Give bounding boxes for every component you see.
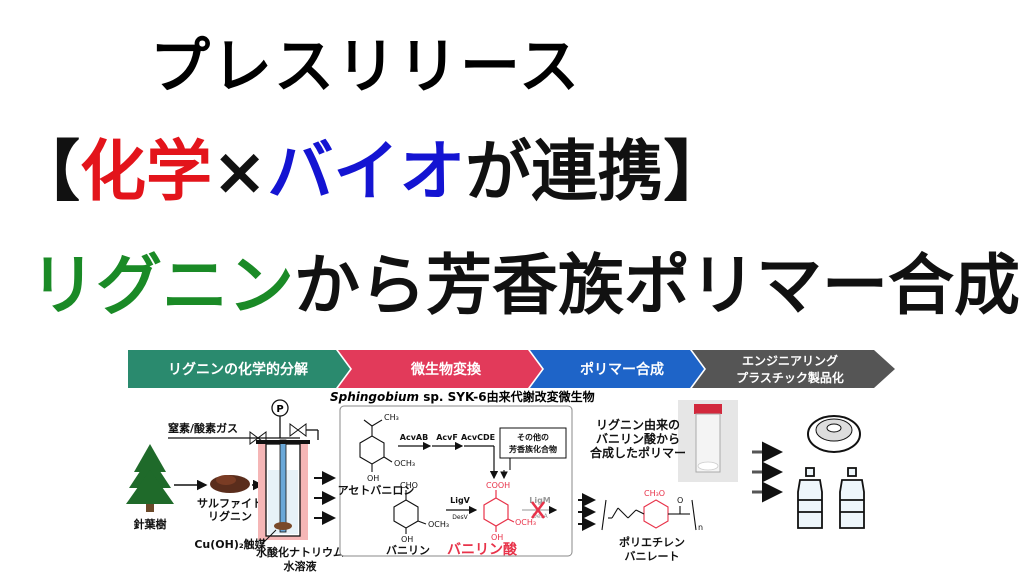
enzyme-desa: DesA: [532, 513, 548, 520]
filament-spool-icon: [807, 415, 861, 453]
vanillin-och3: OCH₃: [428, 520, 449, 529]
vanillic-oh: OH: [491, 533, 503, 542]
microbe-title: Sphingobium sp. SYK-6由来代謝改変微生物: [330, 389, 595, 404]
vanillin-cho: CHO: [400, 481, 418, 490]
vanillin-oh: OH: [401, 535, 413, 544]
acetovanillone-och3: OCH₃: [394, 459, 415, 468]
vanillic-och3: OCH₃: [515, 518, 536, 527]
polymer-label-1: ポリエチレン: [619, 535, 685, 549]
pipeline-label-4b: プラスチック製品化: [736, 370, 844, 385]
polymer-ch3o: CH₃O: [644, 489, 665, 498]
pipeline-label-2: 微生物変換: [410, 361, 482, 378]
sulfite-label-2: リグニン: [208, 509, 252, 523]
outlet-valve-icon: [289, 423, 307, 437]
catalyst-label: Cu(OH)₂触媒: [194, 537, 266, 551]
pipeline-label-1: リグニンの化学的分解: [168, 361, 308, 378]
acetovanillone-structure: [359, 419, 393, 472]
conifer-tree-icon: [126, 444, 174, 512]
vanillin-structure: [393, 490, 427, 534]
vanillin-label: バニリン: [386, 544, 430, 557]
polymer-desc-1: リグニン由来の: [596, 418, 681, 432]
title-line-1: プレスリリース: [150, 18, 581, 105]
pipeline-bar: リグニンの化学的分解 微生物変換 ポリマー合成 エンジニアリング プラスチック製…: [128, 350, 895, 388]
polymer-description: リグニン由来の バニリン酸から 合成したポリマー: [590, 418, 686, 460]
polymer-desc-3: 合成したポリマー: [590, 446, 687, 460]
title-times: ×: [212, 133, 268, 210]
enzyme-desv: DesV: [452, 514, 468, 521]
pipeline-step-4: [692, 350, 895, 388]
solution-label-2: 水溶液: [284, 559, 318, 573]
title-bracket-close: 】: [663, 133, 730, 210]
title-bio: バイオ: [267, 133, 466, 210]
vanillic-cooh: COOH: [486, 481, 510, 490]
acetovanillone-oh: OH: [367, 474, 379, 483]
reactor-vessel: [256, 439, 310, 540]
vanillic-acid-structure: [483, 490, 515, 532]
polymer-n: n: [698, 523, 703, 532]
plastic-bottle-icon-2: [839, 467, 865, 529]
pipeline-step-1: [128, 350, 350, 388]
title-line-2: 【化学×バイオが連携】: [14, 118, 729, 214]
title-polymer-synthesis: から芳香族ポリマー合成: [294, 247, 1020, 324]
enzyme-ligv: LigV: [450, 496, 471, 505]
enzyme-acvab: AcvAB: [400, 433, 428, 442]
title-press-release: プレスリリース: [150, 32, 581, 102]
blocked-cross-icon: [531, 501, 545, 519]
pipeline-step-2: [338, 350, 542, 388]
enzyme-ligm: LigM: [529, 496, 551, 505]
stage-polymer: CH₃O O n ポリエチレン バニレート: [601, 400, 865, 563]
title-collaboration: が連携: [465, 133, 664, 210]
pipeline-step-3: [530, 350, 704, 388]
gas-label: 窒素/酸素ガス: [168, 421, 238, 435]
sulfite-label-1: サルファイト: [197, 497, 263, 510]
title-chemistry: 化学: [80, 133, 212, 210]
other-aromatics-box: [499, 427, 567, 459]
solution-label-1: 水酸化ナトリウム: [256, 545, 344, 559]
acetovanillone-ch3: CH₃: [384, 413, 399, 422]
stage-chemical: 針葉樹 サルファイト リグニン 窒素/酸素ガス P: [126, 399, 344, 573]
other-aromatics-label-1: その他の: [517, 432, 549, 442]
other-aromatics-label-2: 芳香族化合物: [509, 444, 557, 454]
polymer-desc-2: バニリン酸から: [596, 432, 681, 446]
title-lignin: リグニン: [30, 247, 294, 324]
polymer-vial-icon: [678, 400, 738, 482]
polymer-label-2: バニレート: [625, 550, 680, 563]
pipeline-label-4a: エンジニアリング: [742, 353, 838, 368]
enzyme-acvf: AcvF: [436, 433, 458, 442]
enzyme-acvcde: AcvCDE: [461, 433, 495, 442]
pressure-symbol: P: [276, 404, 283, 415]
title-bracket-open: 【: [14, 133, 80, 210]
polymer-carbonyl-o: O: [677, 496, 683, 505]
vanillic-acid-label: バニリン酸: [447, 541, 518, 558]
tree-label: 針葉樹: [134, 517, 167, 531]
title-line-3: リグニンから芳香族ポリマー合成: [30, 232, 1020, 328]
polymer-structure: [601, 499, 697, 531]
plastic-bottle-icon: [797, 467, 823, 529]
pipeline-label-3: ポリマー合成: [580, 361, 664, 378]
stage-microbial: Sphingobium sp. SYK-6由来代謝改変微生物 CH₃ OCH₃ …: [330, 389, 596, 558]
acetovanillone-label: アセトバニロン: [338, 484, 415, 497]
